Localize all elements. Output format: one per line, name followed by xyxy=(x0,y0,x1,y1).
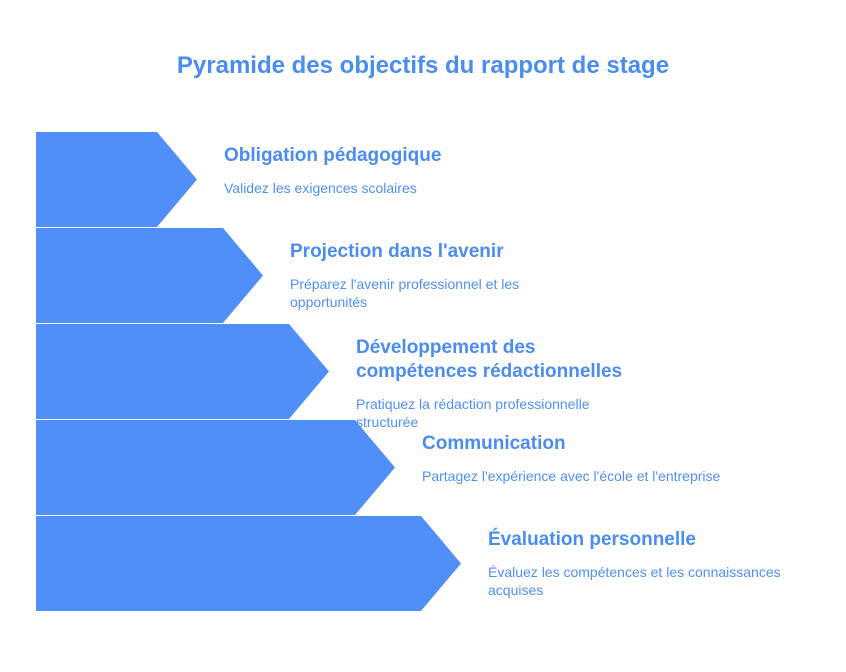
level-title: Évaluation personnelle xyxy=(488,529,696,550)
pyramid-level-shape xyxy=(36,228,263,323)
pyramid-level-shape xyxy=(36,420,395,515)
level-2: Projection dans l'avenir Préparez l'aven… xyxy=(290,240,560,311)
pyramid-level-shape xyxy=(36,324,329,419)
level-desc: Partagez l'expérience avec l'école et l'… xyxy=(422,468,721,484)
level-3: Développement des compétences rédactionn… xyxy=(356,336,646,431)
level-desc: Pratiquez la rédaction professionnelle s… xyxy=(356,396,590,430)
level-5: Évaluation personnelle Évaluez les compé… xyxy=(488,528,818,599)
level-4: Communication Partagez l'expérience avec… xyxy=(422,432,762,485)
level-desc: Préparez l'avenir professionnel et les o… xyxy=(290,276,520,310)
level-title: Projection dans l'avenir xyxy=(290,241,504,262)
level-desc: Évaluez les compétences et les connaissa… xyxy=(488,564,781,598)
level-title: Communication xyxy=(422,433,566,454)
level-title: Développement des compétences rédactionn… xyxy=(356,337,623,382)
pyramid-level-shape xyxy=(36,516,461,611)
level-desc: Validez les exigences scolaires xyxy=(224,180,417,196)
level-title: Obligation pédagogique xyxy=(224,145,442,166)
diagram-title: Pyramide des objectifs du rapport de sta… xyxy=(176,52,670,79)
pyramid-level-shape xyxy=(36,132,197,227)
level-1: Obligation pédagogique Validez les exige… xyxy=(224,144,484,197)
